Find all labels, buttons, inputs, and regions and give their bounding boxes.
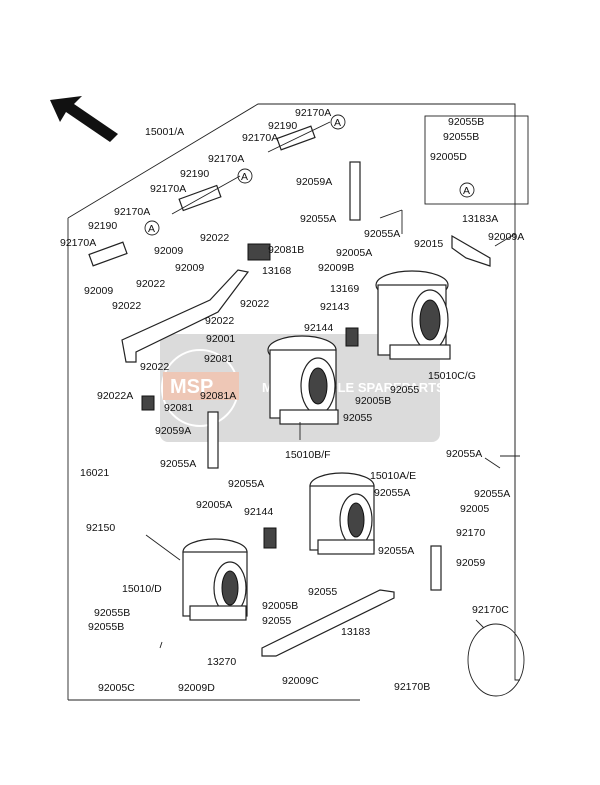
part-label-92005b_2: 92005B	[262, 600, 298, 612]
part-label-92081a: 92081A	[200, 390, 236, 402]
link-bracket	[121, 269, 250, 363]
part-label-92005a_1: 92005A	[336, 247, 372, 259]
part-label-92015: 92015	[414, 238, 443, 250]
part-label-92190_1: 92190	[268, 120, 297, 132]
part-label-92022a: 92022A	[97, 390, 133, 402]
part-label-92055a_3: 92055A	[160, 458, 196, 470]
part-label-92055a_2: 92055A	[364, 228, 400, 240]
part-label-92150: 92150	[86, 522, 115, 534]
part-label-92170: 92170	[456, 527, 485, 539]
part-label-92055b_2: 92055B	[443, 131, 479, 143]
assembly-frame	[67, 103, 520, 701]
part-label-92055b_3: 92055B	[94, 607, 130, 619]
part-label-92170a_4: 92170A	[150, 183, 186, 195]
part-label-92170c: 92170C	[472, 604, 509, 616]
part-label-92170a_6: 92170A	[60, 237, 96, 249]
carburetor-rear-left	[267, 335, 339, 425]
part-label-92170a_3: 92170A	[208, 153, 244, 165]
part-label-13183a: 13183A	[462, 213, 498, 225]
part-label-92059a_1: 92059A	[296, 176, 332, 188]
part-label-92081b: 92081B	[268, 244, 304, 256]
part-label-15010bf: 15010B/F	[285, 449, 331, 461]
part-label-92009c: 92009C	[282, 675, 319, 687]
bracket-13183A	[451, 234, 491, 267]
part-label-92055_2: 92055	[343, 412, 372, 424]
part-label-15010ae: 15010A/E	[370, 470, 416, 482]
part-label-92190_3: 92190	[88, 220, 117, 232]
part-label-92009a: 92009A	[488, 231, 524, 243]
part-label-92022_4: 92022	[240, 298, 269, 310]
part-label-92055a_8: 92055A	[378, 545, 414, 557]
part-label-13168: 13168	[262, 265, 291, 277]
carburetor-front-left	[182, 538, 248, 621]
part-label-13270: 13270	[207, 656, 236, 668]
part-label-92009b: 92009B	[318, 262, 354, 274]
part-label-92170a_1: 92170A	[295, 107, 331, 119]
part-label-92005b_1: 92005B	[355, 395, 391, 407]
part-label-92170a_2: 92170A	[242, 132, 278, 144]
part-label-92055_3: 92055	[308, 586, 337, 598]
part-label-92009d: 92009D	[178, 682, 215, 694]
carburetor-front-right	[309, 472, 375, 555]
part-label-92170a_5: 92170A	[114, 206, 150, 218]
part-label-92005d: 92005D	[430, 151, 467, 163]
part-label-92009_3: 92009	[84, 285, 113, 297]
part-label-92190_2: 92190	[180, 168, 209, 180]
link-plate-13183	[261, 589, 395, 657]
part-label-92005: 92005	[460, 503, 489, 515]
part-label-92055a_4: 92055A	[228, 478, 264, 490]
part-label-92144_2: 92144	[244, 506, 273, 518]
part-label-92055a_1: 92055A	[300, 213, 336, 225]
front-direction-arrow-icon	[50, 96, 118, 142]
springs	[141, 243, 359, 549]
part-label-92059: 92059	[456, 557, 485, 569]
part-label-92081_2: 92081	[164, 402, 193, 414]
part-label-92022_6: 92022	[140, 361, 169, 373]
callout-a-markers: A A A A	[144, 114, 475, 236]
part-label-92005c: 92005C	[98, 682, 135, 694]
part-label-92001: 92001	[206, 333, 235, 345]
callout-a-2: A	[241, 171, 248, 183]
callout-a-1: A	[334, 117, 341, 129]
part-label-92170b: 92170B	[394, 681, 430, 693]
part-label-92081: 92081	[204, 353, 233, 365]
part-label-92022_2: 92022	[112, 300, 141, 312]
part-label-16021: 16021	[80, 467, 109, 479]
part-label-92055_1: 92055	[390, 384, 419, 396]
watermark-logo: MSP	[170, 376, 213, 398]
callout-a-4: A	[463, 185, 470, 197]
inset-box	[424, 115, 529, 205]
part-label-92022_5: 92022	[205, 315, 234, 327]
part-label-92055_4: 92055	[262, 615, 291, 627]
callout-a-3: A	[148, 223, 155, 235]
part-label-15001a: 15001/A	[145, 126, 184, 138]
part-label-13183: 13183	[341, 626, 370, 638]
part-label-10510cg: 15010C/G	[428, 370, 476, 382]
part-label-92009_1: 92009	[154, 245, 183, 257]
part-label-92059a_2: 92059A	[155, 425, 191, 437]
part-label-15010d: 15010/D	[122, 583, 162, 595]
part-labels: 15001/A92170A9219092170A92170A9219092170…	[60, 107, 524, 694]
part-label-92022_3: 92022	[136, 278, 165, 290]
carburetor-rear-right	[375, 270, 451, 360]
part-label-92055a_5: 92055A	[446, 448, 482, 460]
part-label-13169: 13169	[330, 283, 359, 295]
part-label-92055a_7: 92055A	[374, 487, 410, 499]
hose-clamp-92170C	[467, 623, 525, 697]
part-label-92143: 92143	[320, 301, 349, 313]
part-label-92055b_1: 92055B	[448, 116, 484, 128]
part-label-92005a_2: 92005A	[196, 499, 232, 511]
part-label-92144_1: 92144	[304, 322, 333, 334]
leader-lines	[145, 121, 520, 649]
part-label-92022_1: 92022	[200, 232, 229, 244]
part-label-92055b_4: 92055B	[88, 621, 124, 633]
part-label-92009_2: 92009	[175, 262, 204, 274]
part-label-92055a_6: 92055A	[474, 488, 510, 500]
